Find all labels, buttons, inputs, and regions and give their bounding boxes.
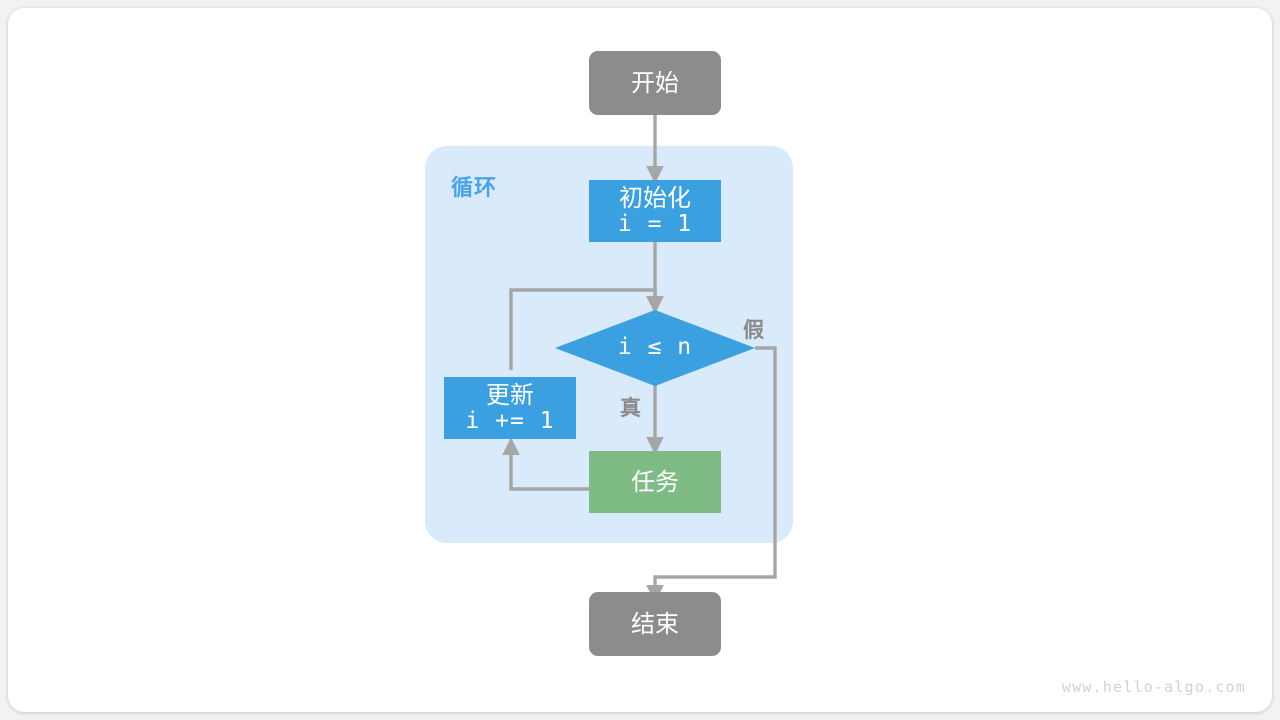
node-start[interactable] xyxy=(589,51,721,115)
flowchart-canvas xyxy=(425,51,793,656)
watermark: www.hello-algo.com xyxy=(1061,678,1246,696)
edge-update-to-cond xyxy=(509,288,664,370)
node-update[interactable] xyxy=(444,377,576,439)
edge-cond-false-to-end xyxy=(646,346,777,603)
loop-container-label: 循环 xyxy=(451,176,498,201)
edge-task-to-update xyxy=(502,437,589,491)
branch-label-false: 假 xyxy=(743,318,764,342)
node-end[interactable] xyxy=(589,592,721,656)
node-init[interactable] xyxy=(589,180,721,242)
diagram-card: 循环 开始 初始化 i = 1 i ≤ n 更新 i += 1 任务 结束 真 … xyxy=(8,8,1272,712)
branch-label-true: 真 xyxy=(620,396,641,420)
node-condition[interactable] xyxy=(555,310,755,386)
node-task[interactable] xyxy=(589,451,721,513)
